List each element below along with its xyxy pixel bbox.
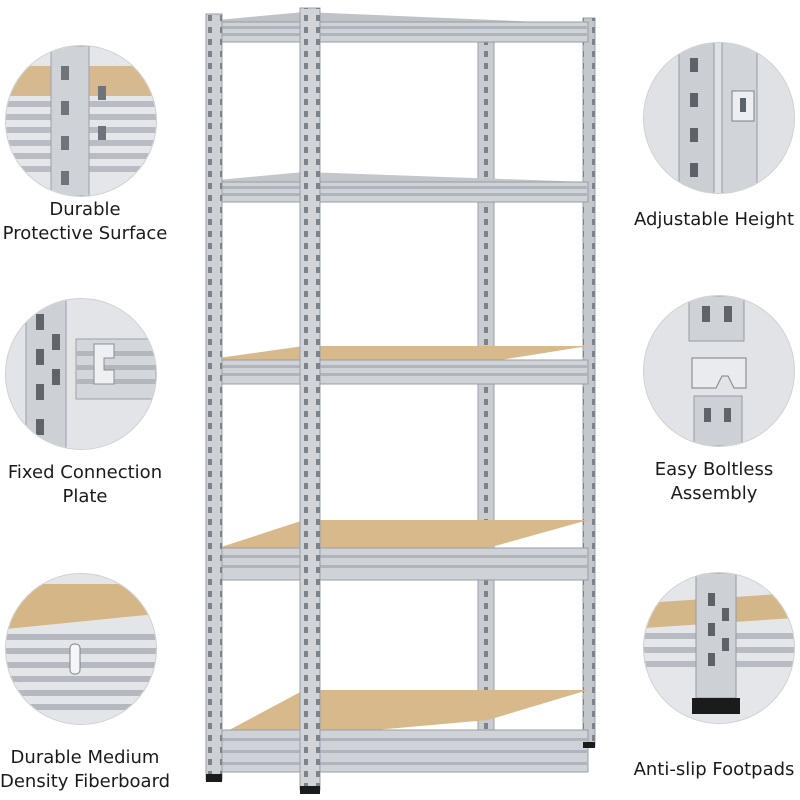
detail-circle-fiberboard: [5, 573, 157, 725]
adjustable-height-closeup: [644, 43, 794, 193]
caption-durable-protective-surface: Durable Protective Surface: [0, 198, 170, 246]
detail-circle-connection-plate: [5, 298, 157, 450]
shelf-5: [217, 690, 589, 773]
shelf-4: [217, 520, 589, 581]
shelf-2: [217, 172, 589, 203]
detail-circle-boltless-assembly: [643, 295, 795, 447]
caption-line: Durable Medium: [10, 747, 160, 768]
caption-line: Protective Surface: [2, 223, 168, 244]
detail-circle-protective-surface: [5, 45, 157, 197]
caption-line: Fixed Connection: [7, 462, 163, 483]
caption-anti-slip-footpads: Anti-slip Footpads: [628, 758, 800, 782]
caption-line: Anti-slip Footpads: [633, 759, 795, 780]
fiberboard-closeup: [6, 574, 156, 724]
detail-circle-adjustable-height: [643, 42, 795, 194]
protective-surface-closeup: [6, 46, 156, 196]
caption-line: Adjustable Height: [633, 209, 795, 230]
connection-plate-closeup: [6, 299, 156, 449]
detail-circle-footpads: [643, 572, 795, 724]
footpad-icon: [583, 742, 595, 748]
caption-easy-boltless-assembly: Easy Boltless Assembly: [628, 458, 800, 506]
shelf-3: [217, 346, 589, 385]
caption-line: Durable: [49, 199, 121, 220]
footpads-closeup: [644, 573, 794, 723]
caption-line: Easy Boltless: [654, 459, 774, 480]
shelving-unit: [205, 7, 596, 794]
footpad-icon: [206, 774, 222, 782]
shelf-1: [217, 12, 589, 43]
caption-adjustable-height: Adjustable Height: [628, 208, 800, 232]
footpad-icon: [300, 786, 320, 794]
caption-line: Assembly: [670, 483, 758, 504]
caption-line: Density Fiberboard: [0, 771, 171, 792]
caption-fixed-connection-plate: Fixed Connection Plate: [0, 461, 170, 509]
boltless-assembly-closeup: [644, 296, 794, 446]
caption-line: Plate: [62, 486, 108, 507]
caption-durable-medium-density-fiberboard: Durable Medium Density Fiberboard: [0, 746, 170, 794]
